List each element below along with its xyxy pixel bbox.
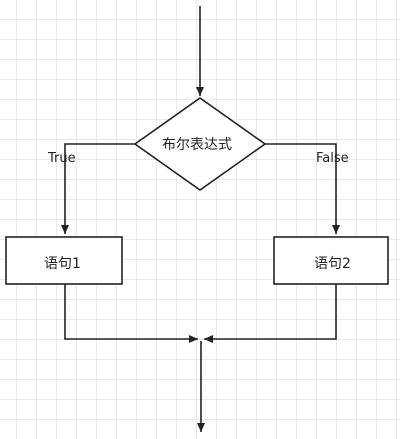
statement-1-label: 语句1 [44,256,81,272]
false-branch-line [265,143,340,234]
merge-line-right [204,284,337,343]
false-branch-label: False [316,151,349,166]
true-branch-line [61,143,135,234]
statement-2-label: 语句2 [314,256,351,272]
decision-diamond [133,97,267,191]
true-branch-label: True [48,151,76,166]
statement-2-box [273,236,389,285]
decision-label: 布尔表达式 [162,137,232,153]
statement-1-box [5,236,123,285]
merge-line-left [64,284,198,343]
